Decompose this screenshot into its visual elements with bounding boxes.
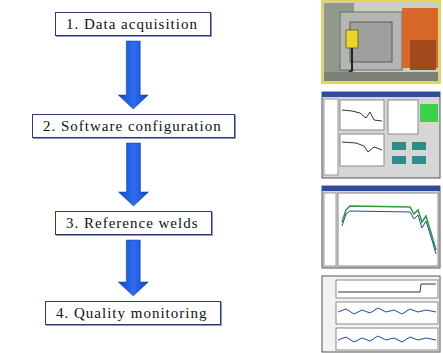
step-label: 2. Software configuration [33,115,234,137]
flow-arrow [119,143,149,206]
equipment-photo [322,1,440,83]
software-screenshot [322,92,440,178]
step-label: 4. Quality monitoring [46,302,220,324]
step-label: 3. Reference welds [56,212,211,234]
reference-weld-plot [322,186,440,268]
flow-arrow [118,240,148,296]
process-box: 3. Reference welds [55,211,212,235]
quality-monitoring-chart [322,276,440,352]
step-label: 1. Data acquisition [56,13,210,35]
process-box: 4. Quality monitoring [45,301,221,325]
process-box: 2. Software configuration [32,114,235,138]
flow-arrow [118,41,148,109]
process-box: 1. Data acquisition [55,12,211,36]
